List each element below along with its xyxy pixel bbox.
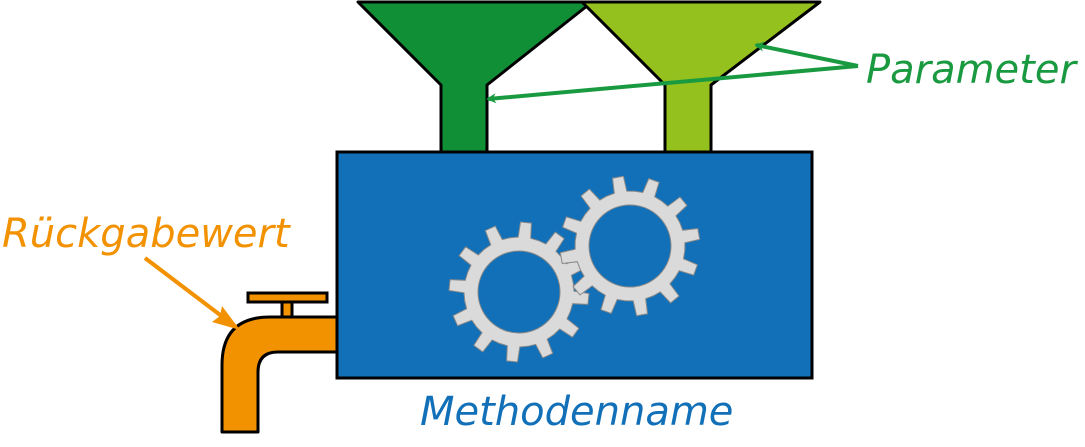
parameter-funnel-2 bbox=[580, 0, 822, 154]
faucet-handle bbox=[246, 291, 329, 304]
parameter-arrow-2 bbox=[754, 41, 859, 68]
return-value-label: Rückgabewert bbox=[2, 211, 291, 257]
parameter-funnel-1 bbox=[356, 0, 594, 154]
method-name-label: Methodenname bbox=[420, 389, 733, 435]
parameter-arrow-1 bbox=[486, 64, 859, 104]
parameter-label: Parameter bbox=[866, 47, 1078, 93]
return-arrowhead bbox=[212, 306, 240, 330]
gear-icon bbox=[448, 221, 590, 363]
gear-icon bbox=[559, 175, 701, 317]
faucet-pipe bbox=[220, 315, 339, 434]
